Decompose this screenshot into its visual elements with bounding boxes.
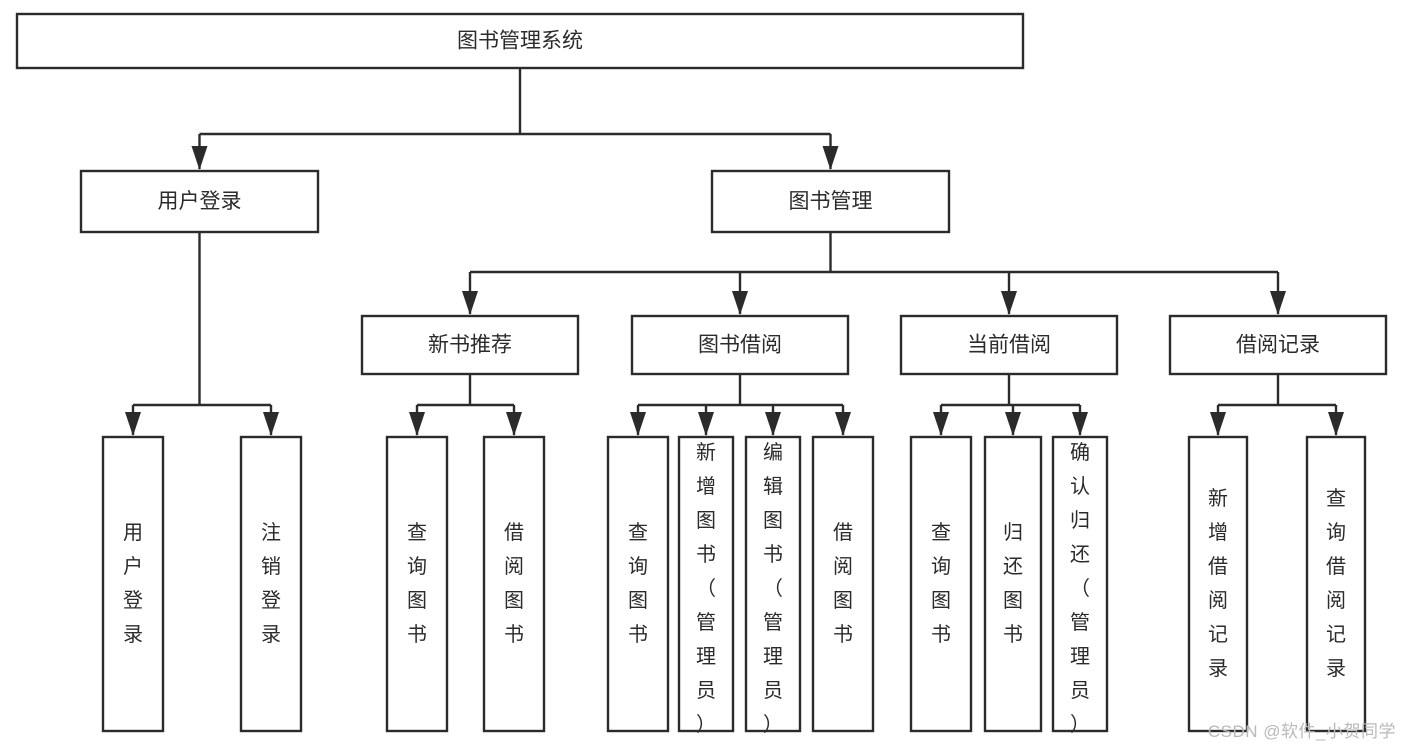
- node-rect: [15, 12, 1025, 70]
- arrow-head-icon: [1210, 412, 1226, 436]
- node-label: 查询图书: [931, 521, 951, 646]
- arrow-head-icon: [1005, 412, 1021, 436]
- node-label: 查询图书: [407, 521, 427, 646]
- arrow-head-icon: [933, 412, 949, 436]
- node-label: 用户登录: [123, 522, 143, 646]
- arrow-head-icon: [263, 412, 279, 436]
- node-rect: [606, 435, 670, 733]
- arrow-head-icon: [462, 291, 478, 315]
- arrow-head-icon: [1270, 291, 1286, 315]
- node-root-图书管理系统-0[interactable]: 图书管理系统: [15, 12, 1025, 70]
- node-label: 新增图书（管理员）: [696, 441, 716, 736]
- arrow-head-icon: [125, 412, 141, 436]
- node-label: 当前借阅: [967, 334, 1051, 357]
- node-label: 借阅记录: [1236, 334, 1320, 357]
- arrow-head-icon: [765, 412, 781, 436]
- node-leaf-注销登录-1[interactable]: 注销登录: [239, 435, 303, 733]
- node-leaf-确认归还管理员-10[interactable]: 确认归还（管理员）: [1051, 435, 1109, 736]
- arrow-head-icon: [822, 146, 839, 170]
- node-label: 图书借阅: [698, 334, 782, 357]
- node-leaf-查询借阅记录-12[interactable]: 查询借阅记录: [1305, 435, 1367, 733]
- arrow-head-icon: [835, 412, 851, 436]
- node-label: 归还图书: [1003, 521, 1023, 646]
- node-label: 借阅图书: [504, 521, 524, 646]
- arrow-head-icon: [191, 146, 208, 170]
- node-label: 编辑图书（管理员）: [763, 441, 783, 736]
- node-rect: [744, 435, 802, 733]
- node-label: 查询图书: [628, 521, 648, 646]
- node-rect: [630, 314, 850, 376]
- arrow-head-icon: [409, 412, 425, 436]
- node-label: 借阅图书: [833, 521, 853, 646]
- arrow-head-icon: [732, 291, 748, 315]
- node-boxes: 图书管理系统用户登录图书管理新书推荐图书借阅当前借阅借阅记录用户登录注销登录查询…: [15, 12, 1388, 736]
- node-label: 新增借阅记录: [1208, 487, 1228, 680]
- node-rect: [909, 435, 973, 733]
- node-l2-用户登录-0[interactable]: 用户登录: [79, 169, 320, 234]
- connector-lines: [125, 68, 1344, 436]
- node-rect: [101, 435, 165, 733]
- node-leaf-查询图书-2[interactable]: 查询图书: [385, 435, 449, 733]
- node-rect: [1187, 435, 1249, 733]
- node-leaf-用户登录-0[interactable]: 用户登录: [101, 435, 165, 733]
- arrow-head-icon: [1072, 412, 1088, 436]
- node-rect: [239, 435, 303, 733]
- node-leaf-归还图书-9[interactable]: 归还图书: [983, 435, 1043, 733]
- node-rect: [1305, 435, 1367, 733]
- node-l3-图书借阅-1[interactable]: 图书借阅: [630, 314, 850, 376]
- arrow-head-icon: [698, 412, 714, 436]
- arrow-head-icon: [1001, 291, 1017, 315]
- node-rect: [1168, 314, 1388, 376]
- node-leaf-借阅图书-7[interactable]: 借阅图书: [811, 435, 875, 733]
- node-l3-当前借阅-2[interactable]: 当前借阅: [899, 314, 1119, 376]
- arrow-head-icon: [1328, 412, 1344, 436]
- node-leaf-查询图书-8[interactable]: 查询图书: [909, 435, 973, 733]
- node-rect: [710, 169, 951, 234]
- node-rect: [360, 314, 580, 376]
- node-label: 确认归还（管理员）: [1070, 441, 1090, 736]
- node-label: 图书管理系统: [457, 30, 583, 53]
- node-leaf-新增图书管理员-5[interactable]: 新增图书（管理员）: [677, 435, 735, 736]
- arrow-head-icon: [630, 412, 646, 436]
- arrow-head-icon: [506, 412, 522, 436]
- node-rect: [899, 314, 1119, 376]
- node-label: 注销登录: [261, 521, 281, 646]
- node-l3-新书推荐-0[interactable]: 新书推荐: [360, 314, 580, 376]
- watermark-text: CSDN @软件_小贺同学: [1207, 722, 1396, 741]
- node-label: 新书推荐: [428, 334, 512, 357]
- node-rect: [677, 435, 735, 733]
- node-rect: [385, 435, 449, 733]
- node-rect: [79, 169, 320, 234]
- node-l2-图书管理-1[interactable]: 图书管理: [710, 169, 951, 234]
- node-leaf-新增借阅记录-11[interactable]: 新增借阅记录: [1187, 435, 1249, 733]
- node-rect: [1051, 435, 1109, 733]
- node-rect: [983, 435, 1043, 733]
- node-leaf-借阅图书-3[interactable]: 借阅图书: [482, 435, 546, 733]
- node-leaf-编辑图书管理员-6[interactable]: 编辑图书（管理员）: [744, 435, 802, 736]
- node-rect: [811, 435, 875, 733]
- node-label: 图书管理: [789, 190, 873, 213]
- node-rect: [482, 435, 546, 733]
- node-label: 用户登录: [158, 190, 242, 213]
- node-l3-借阅记录-3[interactable]: 借阅记录: [1168, 314, 1388, 376]
- node-label: 查询借阅记录: [1326, 487, 1346, 680]
- node-leaf-查询图书-4[interactable]: 查询图书: [606, 435, 670, 733]
